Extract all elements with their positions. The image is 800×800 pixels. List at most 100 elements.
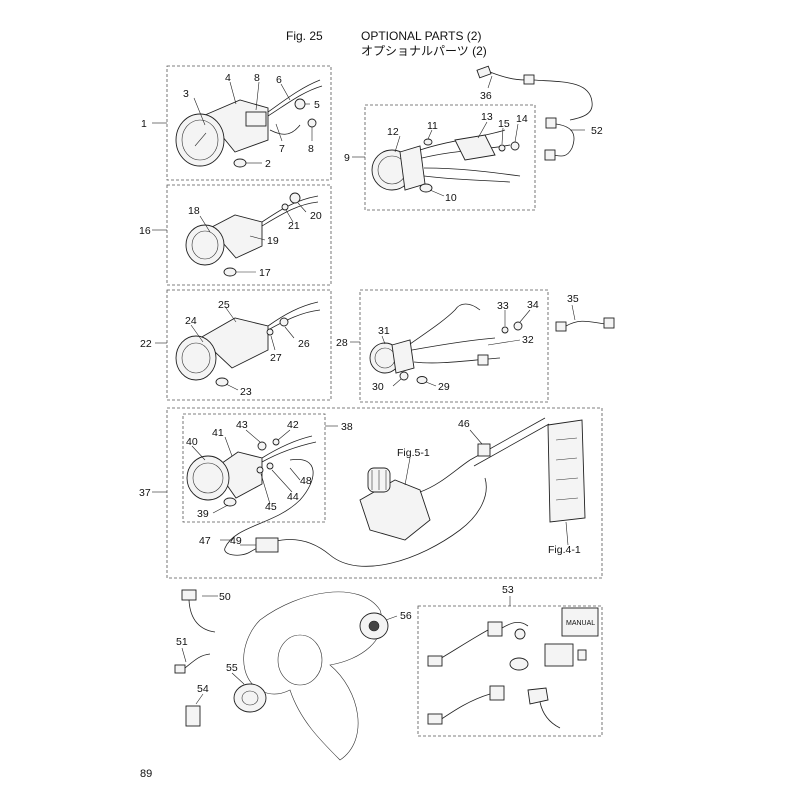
callout-55: 55: [226, 662, 238, 674]
gauge-wire-2: [267, 85, 323, 117]
callout-10: 10: [445, 192, 457, 204]
callout-37: 37: [139, 487, 151, 499]
washer-21: [281, 203, 289, 211]
propeller-outline: [243, 591, 383, 761]
connector-32: [477, 354, 489, 366]
callout-4: 4: [225, 72, 231, 84]
pickup-49: [255, 537, 279, 553]
gauge-wire-3: [269, 124, 301, 135]
bottom-parts: [174, 589, 398, 761]
sender-53: [527, 687, 549, 705]
connector-35b: [603, 317, 615, 329]
callout-28: 28: [336, 337, 348, 349]
bulb-39: [223, 497, 237, 507]
callout-38: 38: [341, 421, 353, 433]
callout-48: 48: [300, 475, 312, 487]
group-1-frame: [166, 65, 332, 181]
group-38-frame: [182, 413, 326, 523]
lens-30: [399, 371, 409, 381]
harness-35: [555, 304, 615, 332]
gauge-bezel-40: [186, 455, 230, 501]
gauge-wire-1: [267, 79, 321, 113]
nut-5: [294, 98, 306, 110]
bracket-13: [454, 134, 496, 161]
nut-34: [513, 321, 523, 331]
callout-11: 11: [427, 120, 438, 132]
callout-51: 51: [176, 636, 188, 648]
lens-11: [423, 138, 433, 146]
fitting-46: [477, 443, 491, 457]
trim-sender-50: [181, 589, 197, 601]
nut-26: [279, 317, 289, 327]
speedometer-group-37: [152, 407, 603, 579]
figure-title-japanese: オプショナルパーツ (2): [361, 44, 487, 58]
group-37-frame: [166, 407, 603, 579]
washer-15: [498, 144, 506, 152]
callout-43: 43: [236, 419, 248, 431]
page-number: 89: [140, 768, 153, 780]
callout-34: 34: [527, 299, 539, 311]
callout-32: 32: [522, 334, 534, 346]
callout-44: 44: [287, 491, 299, 503]
connector-36b: [523, 74, 535, 85]
group-22-frame: [166, 289, 332, 401]
manual-label: MANUAL: [566, 620, 595, 627]
connector-53c: [489, 685, 505, 701]
callout-36: 36: [480, 90, 492, 102]
gauge-housing-24: [199, 317, 269, 369]
clip-8: [307, 118, 317, 128]
reference-fig-5-1: Fig.5-1: [397, 447, 430, 459]
lower-unit-block: [359, 479, 431, 541]
callout-25: 25: [218, 299, 230, 311]
callout-6: 6: [276, 74, 282, 86]
callout-14: 14: [516, 113, 528, 125]
harness-36-52: [476, 65, 593, 161]
callout-24: 24: [185, 315, 197, 327]
gauge-group-9: [352, 104, 536, 211]
callout-56: 56: [400, 610, 412, 622]
connector-35a: [555, 321, 567, 332]
callout-53: 53: [502, 584, 514, 596]
washer-45: [256, 466, 264, 474]
washer-42: [272, 438, 280, 446]
callout-19: 19: [267, 235, 279, 247]
callout-labels: 1 2 3 4 5 6 7 8 8 9 10 11 12 13 14 15 16…: [139, 72, 603, 695]
reference-fig-4-1: Fig.4-1: [548, 544, 581, 556]
callout-50: 50: [219, 591, 231, 603]
thrust-washer-55: [233, 683, 267, 713]
callout-13: 13: [481, 111, 493, 123]
callout-49: 49: [230, 535, 242, 547]
gauge-face: [181, 119, 219, 161]
callout-18: 18: [188, 205, 200, 217]
callout-46: 46: [458, 418, 470, 430]
callout-9: 9: [344, 152, 350, 164]
callout-42: 42: [287, 419, 299, 431]
callout-3: 3: [183, 88, 189, 100]
connector-52b: [544, 149, 556, 161]
kit-group-53: [417, 596, 603, 737]
connector-53a: [487, 621, 503, 637]
manual-box: [561, 607, 599, 637]
nut-44: [266, 462, 274, 470]
bracket-53: [544, 643, 574, 667]
callout-41: 41: [212, 427, 224, 439]
callout-54: 54: [197, 683, 209, 695]
plug-54: [185, 705, 201, 727]
gauge-connector: [245, 111, 267, 127]
connector-53d: [427, 713, 443, 725]
group-9-frame: [364, 104, 536, 211]
gauge-group-16: [152, 184, 332, 286]
callout-1: 1: [141, 118, 147, 130]
nut-20: [289, 192, 301, 204]
callout-20: 20: [310, 210, 322, 222]
callout-22: 22: [140, 338, 152, 350]
callout-35: 35: [567, 293, 579, 305]
connector-53b: [427, 655, 443, 667]
bulb-23: [215, 377, 229, 387]
gauge-group-28: [350, 289, 549, 403]
callout-26: 26: [298, 338, 310, 350]
callout-31: 31: [378, 325, 390, 337]
callout-29: 29: [438, 381, 450, 393]
